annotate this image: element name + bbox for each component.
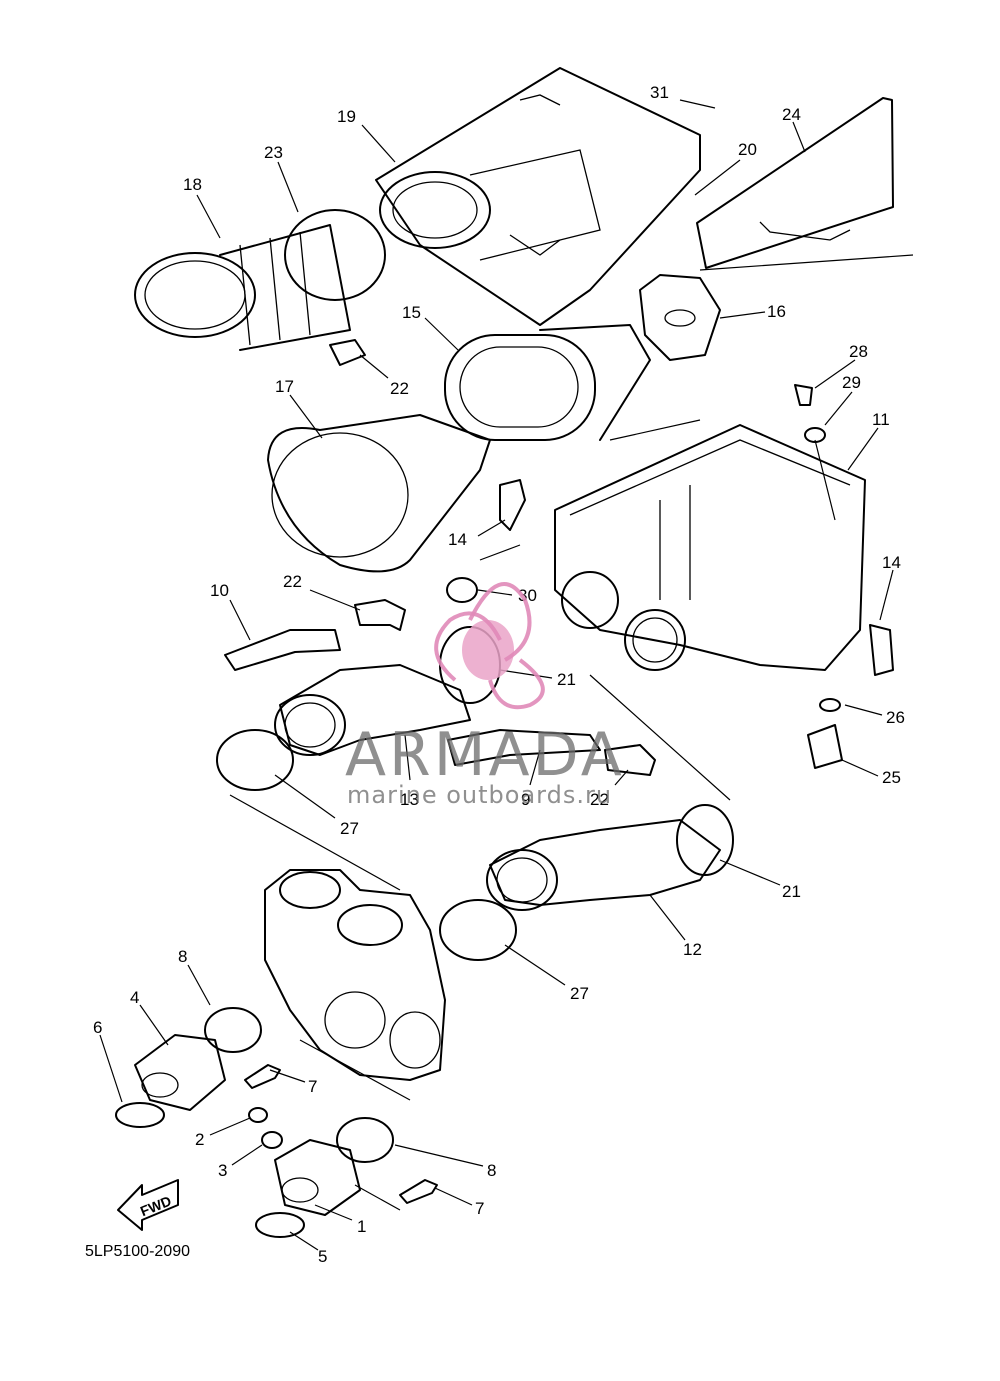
callout-4: 4 [130,988,139,1007]
callout-15: 15 [402,303,421,322]
callout-21-upper: 21 [557,670,576,689]
callout-13: 13 [400,790,419,809]
callout-8-lower: 8 [487,1161,496,1180]
callout-30: 30 [518,586,537,605]
callout-7-lower: 7 [475,1199,484,1218]
callout-22-lower: 22 [590,790,609,809]
watermark-brand: ARMADA [345,720,625,790]
callout-9: 9 [521,790,530,809]
callout-12: 12 [683,940,702,959]
callout-labels: 31 24 19 20 23 18 16 15 22 28 29 17 11 1… [93,83,905,1266]
callout-22-upper: 22 [390,379,409,398]
callout-19: 19 [337,107,356,126]
callout-31: 31 [650,83,669,102]
callout-17: 17 [275,377,294,396]
callout-26: 26 [886,708,905,727]
callout-29: 29 [842,373,861,392]
callout-27-upper: 27 [340,819,359,838]
watermark-tagline: marine outboards.ru [347,781,612,809]
watermark-logo-icon [434,582,545,710]
callout-20: 20 [738,140,757,159]
callout-28: 28 [849,342,868,361]
callout-7-upper: 7 [308,1077,317,1096]
callout-8-upper: 8 [178,947,187,966]
callout-3: 3 [218,1161,227,1180]
diagram-code: 5LP5100-2090 [85,1243,190,1260]
callout-18: 18 [183,175,202,194]
callout-24: 24 [782,105,801,124]
callout-14-left: 14 [448,530,467,549]
callout-27-lower: 27 [570,984,589,1003]
callout-10: 10 [210,581,229,600]
callout-11: 11 [872,410,890,429]
callout-23: 23 [264,143,283,162]
callout-2: 2 [195,1130,204,1149]
callout-25: 25 [882,768,901,787]
callout-6: 6 [93,1018,102,1037]
part-drawings [115,67,914,1238]
watermark: ARMADA marine outboards.ru [345,582,625,809]
callout-21-lower: 21 [782,882,801,901]
callout-22-middle: 22 [283,572,302,591]
leader-lines [99,99,894,1251]
callout-14-right: 14 [882,553,901,572]
callout-1: 1 [357,1217,366,1236]
callout-5: 5 [318,1247,327,1266]
callout-16: 16 [767,302,786,321]
